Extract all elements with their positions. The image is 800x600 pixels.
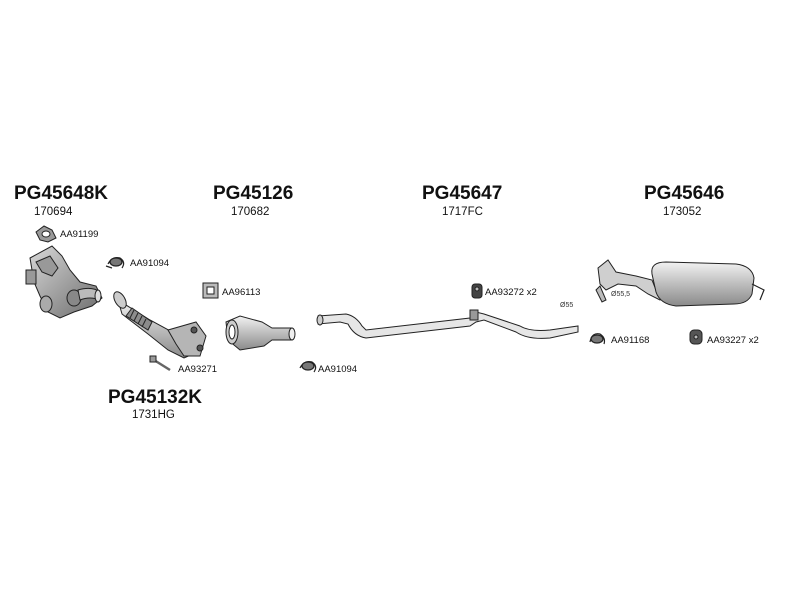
part-label-aa93272: AA93272 x2 bbox=[485, 287, 537, 298]
group-code-pg45648k: PG45648K bbox=[14, 183, 109, 204]
catalytic-converter-manifold-drawing bbox=[25, 245, 103, 319]
clamp-aa91168-drawing bbox=[589, 333, 606, 345]
rubber-mount-aa93272-drawing bbox=[471, 283, 483, 299]
part-label-aa93227: AA93227 x2 bbox=[707, 335, 759, 346]
group-code-pg45647: PG45647 bbox=[422, 183, 503, 204]
dimension-label-diameter-55-5: Ø55,5 bbox=[611, 291, 631, 298]
group-code-pg45132k: PG45132K bbox=[108, 387, 203, 408]
rubber-mount-aa93227-drawing bbox=[689, 329, 703, 345]
group-ref-1717fc: 1717FC bbox=[442, 206, 483, 218]
group-ref-173052: 173052 bbox=[663, 206, 702, 218]
gasket-aa96113-drawing bbox=[202, 282, 219, 299]
clamp-aa91094-top-drawing bbox=[105, 257, 125, 269]
front-pipe-flex-drawing bbox=[113, 291, 207, 359]
bolt-aa93271-drawing bbox=[149, 355, 171, 372]
dimension-label-diameter-55: Ø55 bbox=[560, 302, 574, 309]
part-label-aa91168: AA91168 bbox=[611, 335, 650, 346]
group-ref-170694: 170694 bbox=[34, 206, 73, 218]
group-code-pg45126: PG45126 bbox=[213, 183, 294, 204]
group-ref-1731hg: 1731HG bbox=[132, 409, 175, 421]
group-ref-170682: 170682 bbox=[231, 206, 270, 218]
intermediate-catalyst-drawing bbox=[225, 315, 296, 351]
part-label-aa91199: AA91199 bbox=[60, 229, 99, 240]
part-label-aa91094-top: AA91094 bbox=[130, 258, 170, 269]
part-label-aa96113: AA96113 bbox=[222, 287, 261, 298]
part-label-aa93271: AA93271 bbox=[178, 364, 218, 375]
rear-silencer-drawing bbox=[595, 259, 765, 307]
clamp-aa91094-bottom-drawing bbox=[299, 361, 317, 373]
middle-pipe-drawing bbox=[316, 309, 579, 339]
part-label-aa91094-bottom: AA91094 bbox=[318, 364, 358, 375]
group-code-pg45646: PG45646 bbox=[644, 183, 725, 204]
gasket-aa91199-drawing bbox=[35, 225, 57, 243]
